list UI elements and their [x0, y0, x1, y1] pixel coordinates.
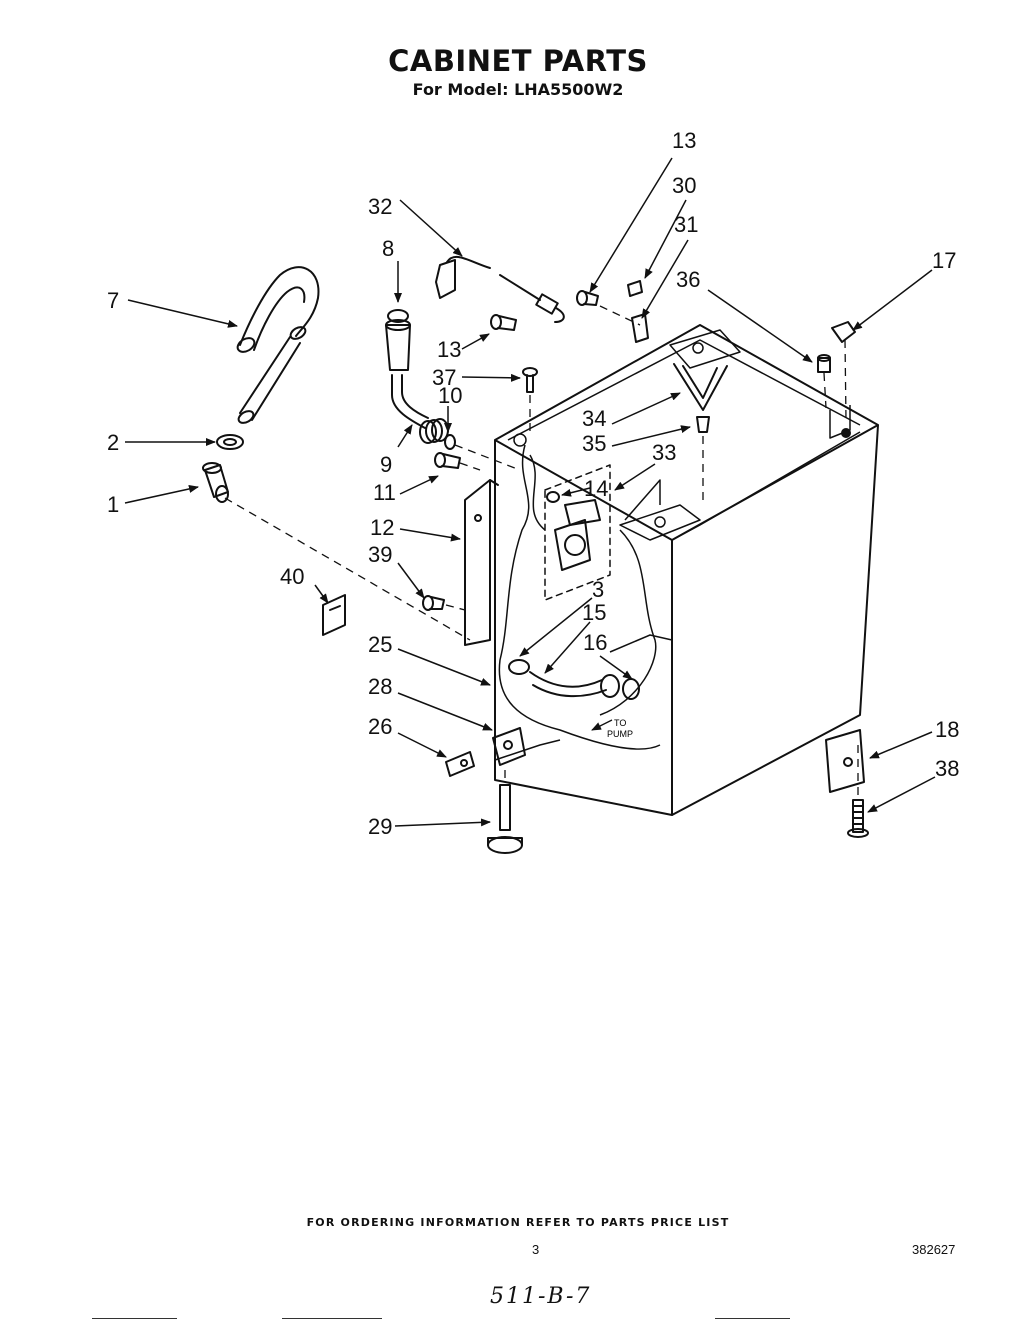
ring-part-10 [444, 434, 456, 450]
callout-8: 8 [382, 236, 394, 261]
callout-25: 25 [368, 632, 392, 657]
bottom-rule-middle [282, 1318, 382, 1319]
bolt-part-38 [847, 799, 869, 838]
callout-31: 31 [674, 212, 698, 237]
callout-12: 12 [370, 515, 394, 540]
ring-part-3 [508, 659, 530, 675]
callout-37: 37 [432, 365, 456, 390]
bracket-part-40 [322, 594, 346, 636]
screw-part-11 [434, 452, 461, 469]
page-title: CABINET PARTS [388, 44, 648, 78]
bolt-part-13-left [490, 314, 517, 331]
callout-1: 1 [107, 492, 119, 517]
callout-13-left: 13 [437, 337, 461, 362]
pressure-switch-part-33 [544, 464, 611, 601]
hose-part-15 [529, 671, 607, 698]
bottom-rule-left [92, 1318, 177, 1319]
handwritten-note: 511-B-7 [490, 1284, 592, 1309]
callout-17: 17 [932, 248, 956, 273]
bumper-part-35 [696, 416, 710, 433]
callout-11: 11 [373, 480, 396, 505]
to-pump-label-line1: TO [614, 718, 626, 728]
drain-hose-part-7 [236, 266, 320, 424]
callout-2: 2 [107, 430, 119, 455]
callout-30: 30 [672, 173, 696, 198]
ordering-info-footer: FOR ORDERING INFORMATION REFER TO PARTS … [306, 1216, 730, 1229]
callout-39: 39 [368, 542, 392, 567]
callout-7: 7 [107, 288, 119, 313]
callout-13-right: 13 [672, 128, 696, 153]
rear-bracket-part-18 [825, 729, 865, 793]
callout-40: 40 [280, 564, 304, 589]
page-number: 3 [532, 1242, 540, 1257]
bumper-part-36 [817, 354, 831, 373]
assembly-lines [224, 305, 859, 798]
screw-part-39 [422, 595, 445, 611]
document-number: 382627 [912, 1242, 956, 1257]
to-pump-arrow [591, 719, 613, 731]
leveling-bracket-part-28 [492, 727, 526, 766]
cabinet [494, 324, 879, 816]
callout-3: 3 [592, 577, 604, 602]
screw-part-37 [522, 367, 538, 393]
callout-14: 14 [584, 476, 608, 501]
callout-15: 15 [582, 600, 606, 625]
to-pump-label-line2: PUMP [607, 729, 633, 739]
callout-29: 29 [368, 814, 392, 839]
hose-clamp-part-2 [216, 434, 244, 450]
clip-part-26 [445, 751, 475, 777]
spring-part-9 [419, 418, 449, 444]
mounting-plate-part-12 [464, 479, 499, 646]
callout-36: 36 [676, 267, 700, 292]
wire-connector-part-32 [435, 256, 565, 323]
bolt-part-13-right [576, 290, 599, 306]
callout-33: 33 [652, 440, 676, 465]
callout-32: 32 [368, 194, 392, 219]
elbow-fitting-part-1 [202, 462, 229, 503]
callout-28: 28 [368, 674, 392, 699]
callout-34: 34 [582, 406, 606, 431]
bottom-rule-right [715, 1318, 790, 1319]
leveling-leg-part-29 [487, 784, 523, 854]
callout-10: 10 [438, 383, 462, 408]
callout-labels: 7 2 1 32 8 13 37 10 9 11 12 39 40 25 28 … [107, 128, 959, 839]
leader-arrows [124, 157, 936, 827]
callout-9: 9 [380, 452, 392, 477]
spring-wire-part-34 [673, 363, 728, 411]
clamp-part-16 [600, 674, 640, 700]
callout-26: 26 [368, 714, 392, 739]
clip-part-31 [631, 313, 649, 343]
nut-part-14 [546, 491, 560, 503]
callout-18: 18 [935, 717, 959, 742]
callout-38: 38 [935, 756, 959, 781]
bracket-part-30 [627, 280, 643, 297]
model-subtitle: For Model: LHA5500W2 [412, 80, 624, 99]
callout-35: 35 [582, 431, 606, 456]
clip-part-17 [831, 321, 856, 343]
callout-16: 16 [583, 630, 607, 655]
valve-part-8 [385, 309, 429, 429]
